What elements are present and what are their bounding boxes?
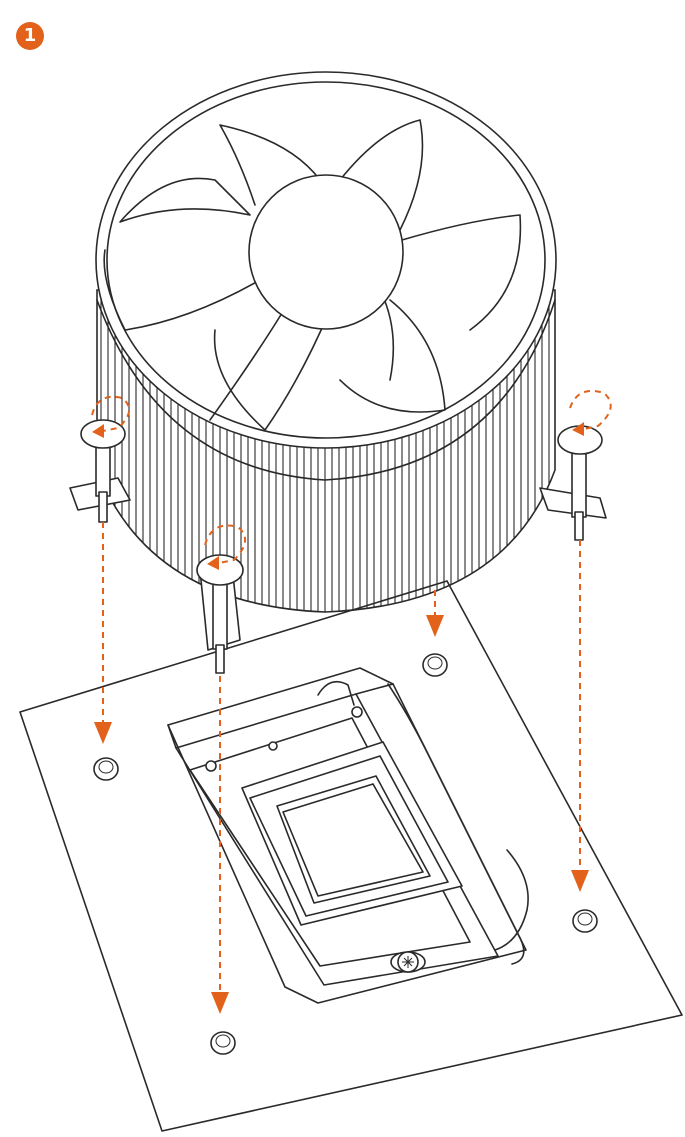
mounting-holes: [93, 653, 598, 1055]
socket-loading-lever: [317, 680, 529, 965]
down-arrow-icon: [571, 540, 589, 892]
mounting-hole-front-right: [572, 909, 598, 933]
mounting-hole-back-right: [422, 653, 448, 677]
down-arrow-icon: [211, 676, 229, 1014]
rotate-arrow-icon: [91, 395, 130, 438]
down-arrow-icon: [426, 590, 444, 637]
down-arrow-icon: [94, 522, 112, 744]
motherboard: [19, 580, 683, 1132]
cpu-processor: [241, 741, 463, 926]
fan-hub: [248, 174, 404, 330]
cooling-fan: [95, 71, 557, 449]
push-pin-front-left: [69, 419, 131, 523]
mounting-hole-front-center: [210, 1031, 236, 1055]
rotate-arrow-icon: [569, 389, 612, 436]
push-pin-front-center: [196, 554, 244, 674]
rotate-arrow-icon: [204, 524, 246, 570]
socket-screw: [390, 951, 426, 973]
mounting-hole-front-left: [93, 757, 119, 781]
step-number-badge: 1: [16, 22, 44, 50]
retention-clips: [205, 706, 363, 772]
